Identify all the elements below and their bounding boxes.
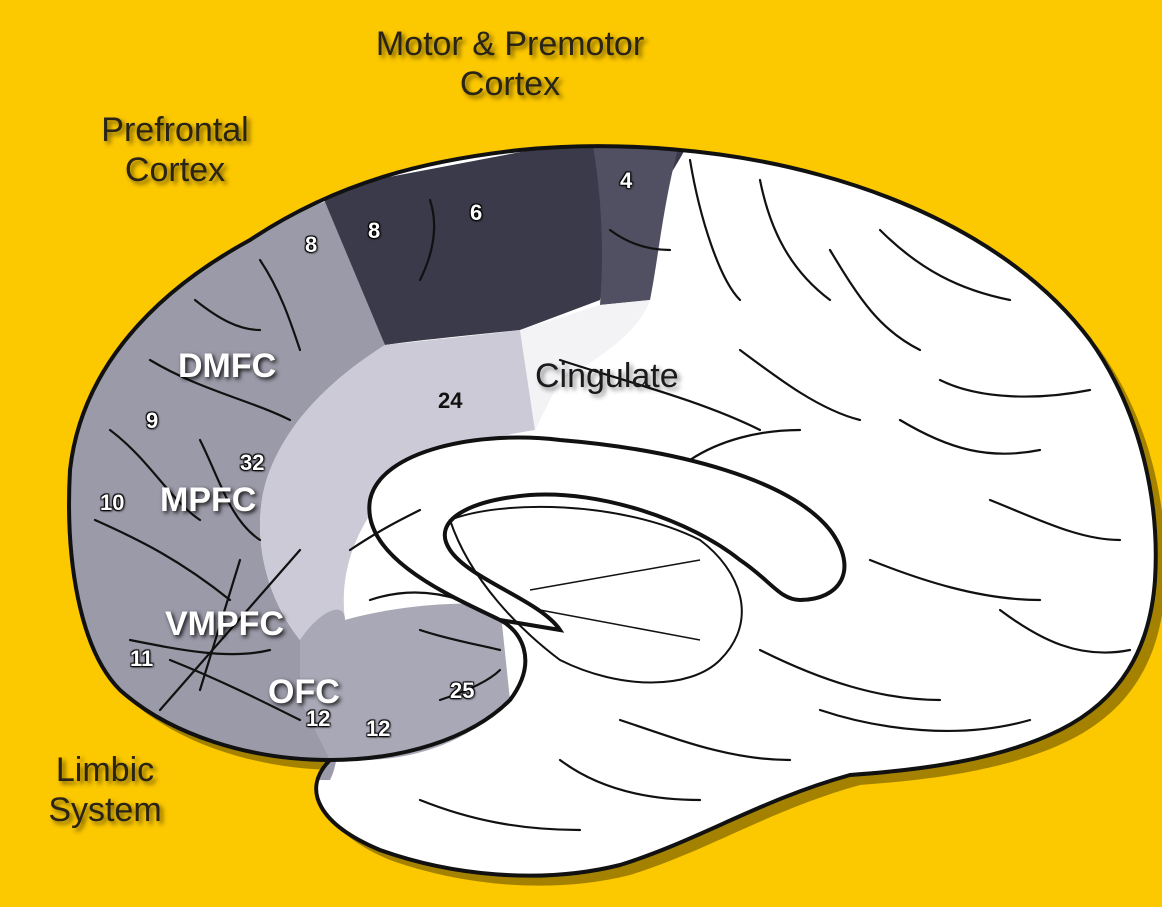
area-32-label: 32 xyxy=(240,450,264,476)
limbic-system-label: Limbic System xyxy=(25,750,185,830)
area-4-label: 4 xyxy=(620,168,632,194)
dmfc-label: DMFC xyxy=(178,346,276,386)
motor-premotor-cortex-label: Motor & Premotor Cortex xyxy=(345,24,675,104)
area-24-label: 24 xyxy=(438,388,462,414)
area-10-label: 10 xyxy=(100,490,124,516)
area-8-motor-label: 8 xyxy=(368,218,380,244)
area-25-label: 25 xyxy=(450,678,474,704)
area-9-label: 9 xyxy=(146,408,158,434)
area-12-right-label: 12 xyxy=(366,716,390,742)
mpfc-label: MPFC xyxy=(160,480,256,520)
frame-border-right xyxy=(1162,0,1170,913)
vmpfc-label: VMPFC xyxy=(165,604,284,644)
area-12-left-label: 12 xyxy=(306,706,330,732)
frame-border-bottom xyxy=(0,907,1170,913)
area-6-label: 6 xyxy=(470,200,482,226)
area-8-prefrontal-label: 8 xyxy=(305,232,317,258)
prefrontal-cortex-label: Prefrontal Cortex xyxy=(70,110,280,190)
area-11-label: 11 xyxy=(130,646,153,672)
cingulate-label: Cingulate xyxy=(535,356,679,396)
